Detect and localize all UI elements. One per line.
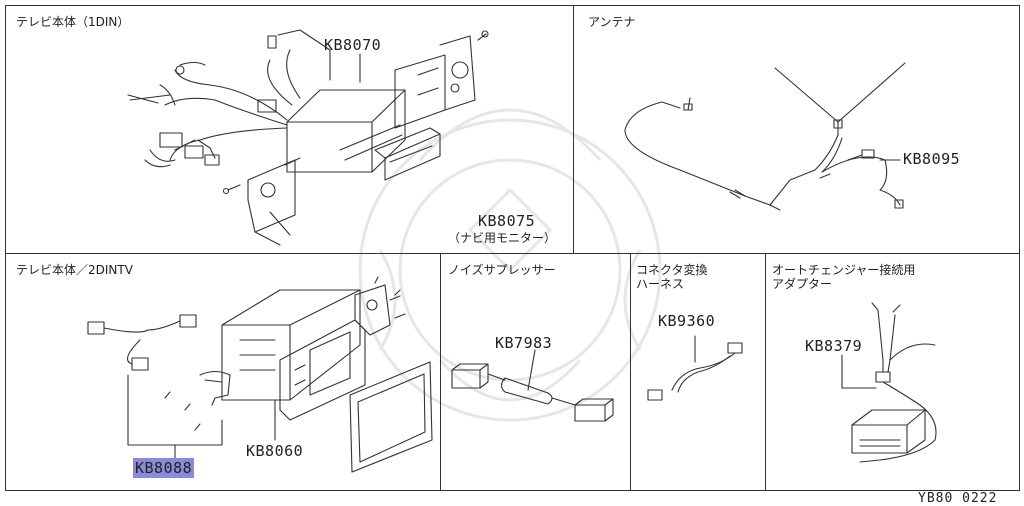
part-number-kb7983[interactable]: KB7983 bbox=[495, 334, 553, 352]
connector-harness-drawing bbox=[647, 342, 743, 401]
section-title-tv-1din: テレビ本体（1DIN） bbox=[16, 15, 130, 29]
antenna-drawing bbox=[624, 62, 906, 211]
part-number-kb8379[interactable]: KB8379 bbox=[805, 337, 863, 355]
diagram-code: YB80 0222 bbox=[918, 491, 998, 506]
autochanger-adapter-drawing bbox=[851, 302, 937, 463]
leader-kb8379 bbox=[841, 354, 877, 389]
section-borders bbox=[5, 5, 1020, 491]
part-number-kb8088-highlight: KB8088 bbox=[133, 458, 195, 478]
section-title-connector-harness-line2: ハーネス bbox=[636, 277, 685, 291]
section-title-noise-suppressor: ノイズサプレッサー bbox=[448, 263, 556, 277]
noise-suppressor-drawing bbox=[451, 363, 614, 422]
section-title-connector-harness-line1: コネクタ変換 bbox=[636, 263, 708, 277]
section-title-autochanger-line1: オートチェンジャー接続用 bbox=[772, 263, 916, 277]
part-number-kb8070[interactable]: KB8070 bbox=[324, 36, 382, 54]
part-number-kb8088[interactable]: KB8088 bbox=[133, 458, 195, 478]
section-title-antenna: アンテナ bbox=[588, 15, 636, 29]
tv-2din-unit-drawing bbox=[87, 276, 433, 473]
leader-kb7983 bbox=[527, 349, 536, 391]
part-number-kb9360[interactable]: KB9360 bbox=[658, 312, 716, 330]
part-note-navi-monitor: （ナビ用モニター） bbox=[448, 231, 557, 245]
section-title-autochanger-line2: アダプター bbox=[772, 277, 833, 291]
part-number-kb8060[interactable]: KB8060 bbox=[246, 442, 304, 460]
part-number-kb8095[interactable]: KB8095 bbox=[903, 150, 961, 168]
section-title-tv-2din: テレビ本体／2DINTV bbox=[16, 263, 133, 277]
tv-1din-unit-drawing bbox=[127, 29, 489, 246]
part-number-kb8075[interactable]: KB8075 bbox=[478, 212, 536, 230]
